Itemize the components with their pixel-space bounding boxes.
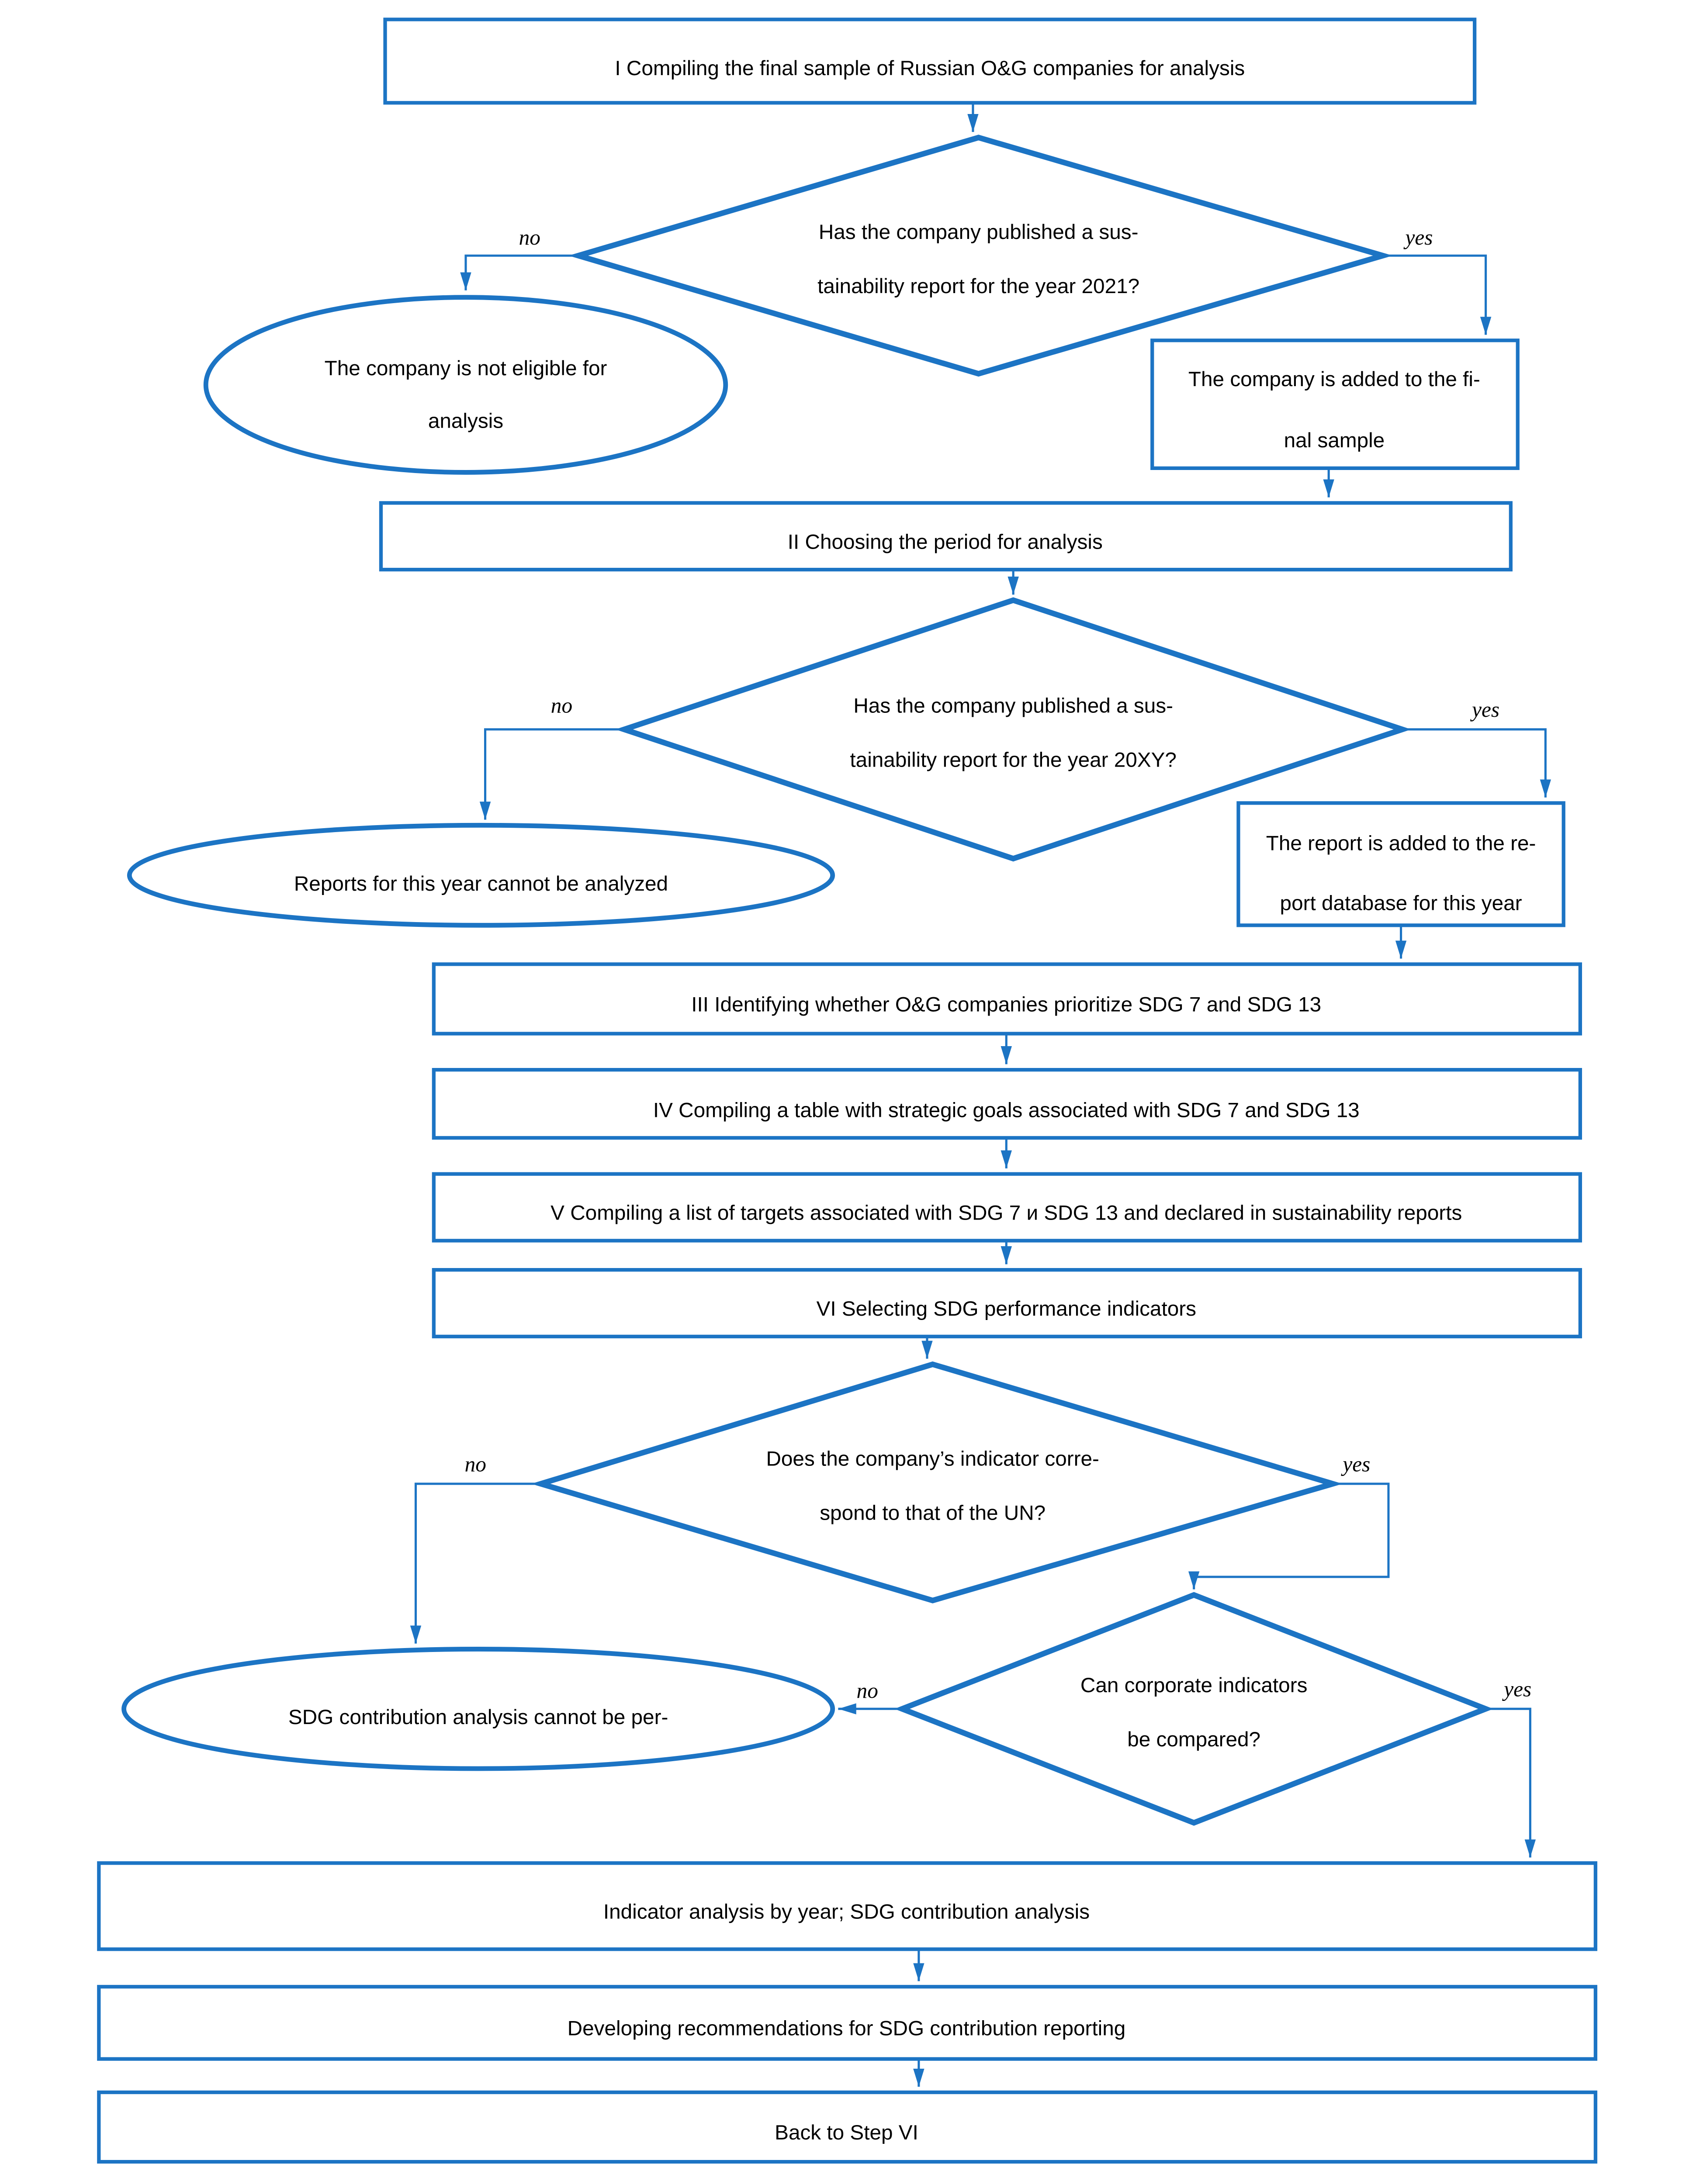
process-box-added-sample	[1150, 339, 1520, 470]
decision4-line1: Can corporate indicators	[1080, 1674, 1308, 1697]
process-box-step4	[432, 1068, 1582, 1140]
arrow-decision1-no	[460, 254, 578, 290]
step1-label: I Compiling the final sample of Russian …	[615, 57, 1245, 80]
decision4-yes-label: yes	[1502, 1677, 1531, 1701]
terminator-ellipse-2	[127, 822, 835, 928]
process-box-step1	[383, 17, 1477, 105]
added-sample-line2: nal sample	[1284, 429, 1385, 452]
ellipse1-line2: analysis	[428, 410, 503, 433]
decision1-no-label: no	[519, 225, 540, 249]
decision-diamond-4	[894, 1592, 1494, 1826]
process-box-step5	[432, 1172, 1582, 1243]
step5-label: V Compiling a list of targets associated…	[550, 1202, 1462, 1225]
arrow-decision2-yes	[1402, 728, 1551, 798]
process-box-added-db	[1236, 801, 1565, 927]
decision2-yes-label: yes	[1470, 698, 1499, 722]
decision2-no-label: no	[551, 694, 572, 718]
terminator-ellipse-1	[203, 295, 728, 475]
arrow-decision1-yes	[1383, 254, 1492, 335]
shapes	[97, 17, 1598, 2164]
process-box-step2	[379, 501, 1513, 572]
decision2-line1: Has the company published a sus-	[853, 695, 1173, 718]
step3-label: III Identifying whether O&G companies pr…	[691, 993, 1321, 1016]
decision4-line2: be compared?	[1127, 1728, 1260, 1751]
process-box-recommendations	[97, 1985, 1598, 2061]
decision1-yes-label: yes	[1403, 225, 1433, 249]
step4-label: IV Compiling a table with strategic goal…	[653, 1099, 1360, 1122]
arrow-decision3-no	[410, 1482, 541, 1644]
process-box-analysis	[97, 1861, 1598, 1951]
connectors	[410, 103, 1551, 2087]
decision1-line1: Has the company published a sus-	[819, 221, 1139, 244]
decision3-line1: Does the company’s indicator corre-	[766, 1448, 1099, 1471]
decision-diamond-2	[615, 597, 1411, 862]
decision-diamond-3	[531, 1361, 1343, 1603]
decision3-no-label: no	[465, 1452, 486, 1476]
added-sample-line1: The company is added to the fi-	[1188, 368, 1480, 391]
terminator-ellipse-3	[121, 1647, 835, 1771]
decision-diamond-1	[568, 135, 1393, 377]
analysis-label: Indicator analysis by year; SDG contribu…	[603, 1900, 1090, 1923]
ellipse3-label: SDG contribution analysis cannot be per-	[288, 1706, 668, 1729]
decision4-no-label: no	[857, 1679, 878, 1703]
step2-label: II Choosing the period for analysis	[788, 530, 1103, 553]
ellipse1-line1: The company is not eligible for	[325, 357, 607, 380]
branch-labels: no yes no yes no yes no yes	[465, 225, 1532, 1703]
arrow-decision2-no	[479, 728, 624, 820]
decision3-yes-label: yes	[1340, 1452, 1370, 1476]
decision1-line2: tainability report for the year 2021?	[817, 275, 1139, 298]
node-labels: I Compiling the final sample of Russian …	[288, 57, 1536, 2144]
added-db-line1: The report is added to the re-	[1266, 832, 1536, 855]
step6-label: VI Selecting SDG performance indicators	[817, 1297, 1196, 1320]
decision2-line2: tainability report for the year 20XY?	[850, 749, 1177, 772]
back-label: Back to Step VI	[775, 2121, 918, 2144]
arrow-decision4-yes	[1485, 1707, 1536, 1858]
process-box-back	[97, 2090, 1598, 2164]
process-box-step3	[432, 962, 1582, 1036]
added-db-line2: port database for this year	[1280, 892, 1522, 915]
ellipse2-label: Reports for this year cannot be analyzed	[294, 872, 668, 895]
process-box-step6	[432, 1268, 1582, 1338]
arrow-decision3-yes	[1188, 1482, 1390, 1590]
recommendations-label: Developing recommendations for SDG contr…	[568, 2017, 1126, 2040]
decision3-line2: spond to that of the UN?	[820, 1502, 1046, 1525]
